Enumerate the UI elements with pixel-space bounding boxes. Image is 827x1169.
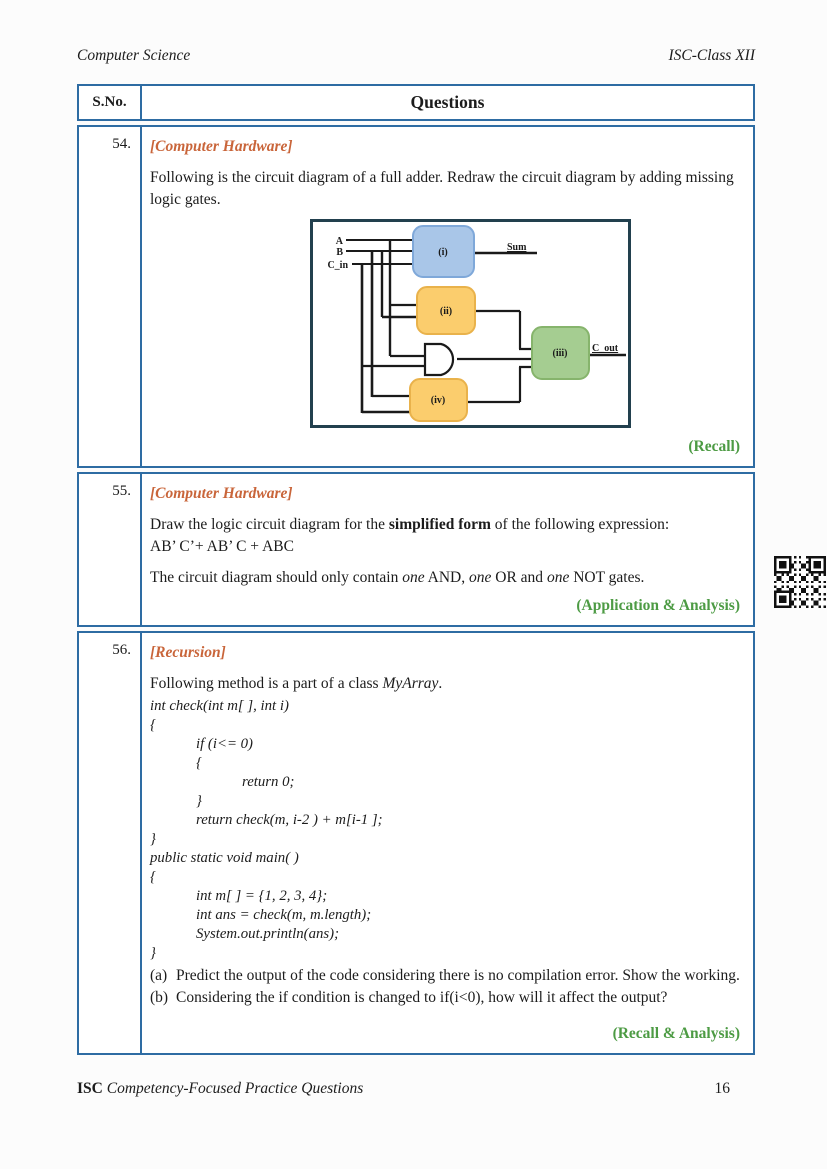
class-name: MyArray xyxy=(382,675,439,692)
circuit-wires xyxy=(346,239,626,414)
gate-box-iii xyxy=(531,326,590,380)
input-label-cin: C_in xyxy=(327,260,348,271)
intro-text: . xyxy=(438,675,443,692)
body-emphasis: simplified form xyxy=(388,516,491,533)
gate-box-iv xyxy=(409,378,468,422)
footer-title: ISC Competency-Focused Practice Question… xyxy=(77,1080,363,1098)
questions-table: S.No. Questions 54. [Computer Hardware] … xyxy=(77,84,755,1059)
note-italic: one xyxy=(546,569,570,586)
code-line: return check(m, i-2 ) + m[i-1 ]; xyxy=(196,812,383,828)
code-snippet: int check(int m[ ], int i) { if (i<= 0) … xyxy=(150,697,740,963)
subpart-b: (b) Considering the if condition is chan… xyxy=(150,987,740,1009)
serial-column-header: S.No. xyxy=(79,86,142,119)
gate-label-iii: (iii) xyxy=(553,348,568,359)
question-number: 54. xyxy=(112,136,131,152)
page-number: 16 xyxy=(714,1080,731,1097)
footer-series-name: Competency-Focused Practice Questions xyxy=(102,1080,364,1097)
question-number: 56. xyxy=(112,642,131,658)
subpart-a: (a) Predict the output of the code consi… xyxy=(150,965,740,987)
question-topic-tag: [Computer Hardware] xyxy=(150,485,293,502)
boolean-expression: AB’ C’+ AB’ C + ABC xyxy=(150,538,294,555)
qr-code xyxy=(774,556,826,608)
question-note: The circuit diagram should only contain … xyxy=(150,567,740,589)
gate-label-i: (i) xyxy=(438,247,447,258)
subpart-text: Considering the if condition is changed … xyxy=(176,989,668,1006)
taxonomy-badge: (Recall & Analysis) xyxy=(612,1025,740,1042)
gate-box-ii xyxy=(416,286,476,335)
question-topic-tag: [Computer Hardware] xyxy=(150,138,293,155)
input-label-b: B xyxy=(336,247,343,258)
taxonomy-badge: (Recall) xyxy=(688,438,740,455)
code-line: int m[ ] = {1, 2, 3, 4}; xyxy=(196,888,328,904)
table-header-row: S.No. Questions xyxy=(77,84,755,121)
header-class: ISC-Class XII xyxy=(668,47,755,64)
note-text: NOT gates. xyxy=(569,569,645,586)
code-line: public static void main( ) xyxy=(150,850,299,866)
note-italic: one xyxy=(469,569,492,586)
subpart-label: (b) xyxy=(150,989,169,1006)
header-subject: Computer Science xyxy=(77,47,191,64)
code-line: System.out.println(ans); xyxy=(196,926,340,942)
page-header: Computer Science ISC-Class XII xyxy=(77,47,755,65)
questions-column-header: Questions xyxy=(410,92,485,112)
note-text: OR and xyxy=(491,569,547,586)
question-subparts: (a) Predict the output of the code consi… xyxy=(150,965,740,1009)
code-line: } xyxy=(150,945,156,961)
note-text: The circuit diagram should only contain xyxy=(150,569,403,586)
note-text: AND, xyxy=(424,569,469,586)
output-label-sum: Sum xyxy=(507,242,527,253)
question-text: Following is the circuit diagram of a fu… xyxy=(150,169,734,208)
code-line: } xyxy=(150,831,156,847)
question-intro: Following method is a part of a class My… xyxy=(150,673,740,695)
code-line: } xyxy=(196,793,202,809)
question-text: Draw the logic circuit diagram for the s… xyxy=(150,514,740,558)
gate-box-i xyxy=(412,225,475,278)
output-label-cout: C_out xyxy=(592,343,619,354)
code-line: int ans = check(m, m.length); xyxy=(196,907,372,923)
code-line: int check(int m[ ], int i) xyxy=(150,698,289,714)
code-line: if (i<= 0) xyxy=(196,736,253,752)
circuit-diagram-svg: A B C_in (i) (ii) (iii) (iv) Sum C_out xyxy=(310,219,631,428)
full-adder-circuit-figure: A B C_in (i) (ii) (iii) (iv) Sum C_out xyxy=(310,219,631,428)
question-row-56: 56. [Recursion] Following method is a pa… xyxy=(77,631,755,1055)
question-row-54: 54. [Computer Hardware] Following is the… xyxy=(77,125,755,468)
body-suffix: of the following expression: xyxy=(490,516,670,533)
code-line: { xyxy=(150,717,156,733)
taxonomy-badge: (Application & Analysis) xyxy=(576,597,740,614)
gate-label-ii: (ii) xyxy=(440,306,452,317)
code-line: return 0; xyxy=(242,774,295,790)
question-topic-tag: [Recursion] xyxy=(150,644,226,661)
subpart-text: Predict the output of the code consideri… xyxy=(176,967,740,984)
subpart-label: (a) xyxy=(150,967,168,984)
intro-text: Following method is a part of a class xyxy=(150,675,383,692)
page-footer: ISC Competency-Focused Practice Question… xyxy=(77,1080,730,1098)
code-line: { xyxy=(150,869,156,885)
footer-series: ISC xyxy=(77,1080,103,1097)
question-row-55: 55. [Computer Hardware] Draw the logic c… xyxy=(77,472,755,627)
note-italic: one xyxy=(402,569,425,586)
input-label-a: A xyxy=(336,236,344,247)
code-line: { xyxy=(196,755,202,771)
body-prefix: Draw the logic circuit diagram for the xyxy=(150,516,389,533)
question-number: 55. xyxy=(112,483,131,499)
gate-label-iv: (iv) xyxy=(431,395,445,406)
and-gate-symbol xyxy=(423,342,455,377)
